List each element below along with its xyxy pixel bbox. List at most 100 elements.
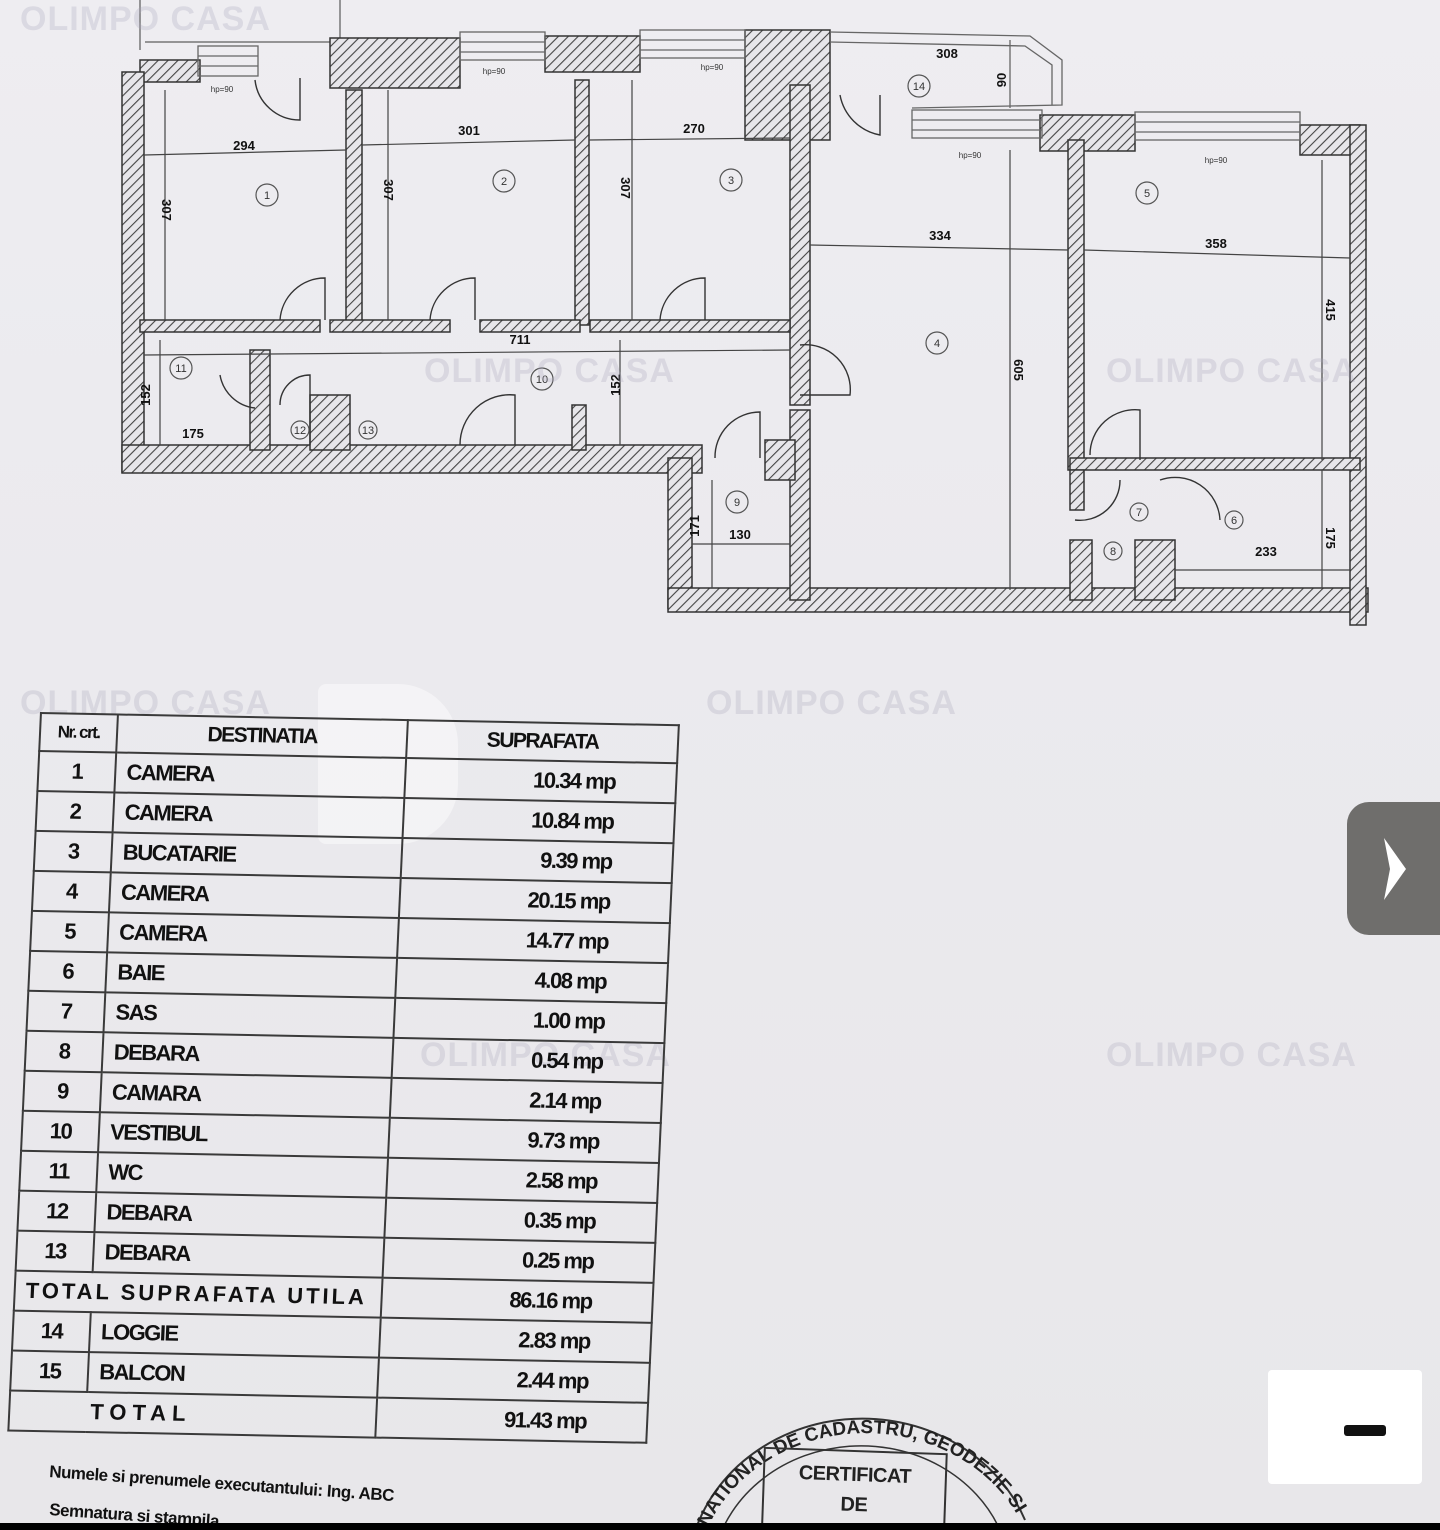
total-label: TOTAL <box>8 1390 378 1438</box>
row-dest: BAIE <box>105 952 398 998</box>
row-sup: 0.25 mp <box>382 1237 656 1283</box>
dim-room14-height: 90 <box>994 73 1009 87</box>
row-nr: 1 <box>37 750 117 793</box>
row-nr: 6 <box>28 950 108 993</box>
dim-room6-height: 175 <box>1323 527 1338 549</box>
row-sup: 2.44 mp <box>377 1357 650 1403</box>
room-number-13: 13 <box>362 425 374 437</box>
dim-room9-height: 171 <box>687 515 702 537</box>
row-sup: 0.35 mp <box>384 1197 658 1243</box>
stamp-line-1: CERTIFICAT <box>798 1462 912 1488</box>
next-image-button[interactable] <box>1347 802 1440 935</box>
row-nr: 3 <box>33 830 113 873</box>
room-number-11: 11 <box>175 363 186 375</box>
room-number-10: 10 <box>536 374 548 386</box>
room-number-8: 8 <box>1110 546 1116 558</box>
row-sup: 2.83 mp <box>379 1317 652 1363</box>
row-nr: 10 <box>21 1110 101 1153</box>
row-sup: 1.00 mp <box>393 997 667 1044</box>
row-nr: 7 <box>26 990 106 1033</box>
total-util-label: TOTAL SUPRAFATA UTILA <box>13 1270 383 1318</box>
stamp-certificate-box: CERTIFICAT DE <box>760 1446 948 1530</box>
row-nr: 11 <box>19 1150 99 1193</box>
room-number-7: 7 <box>1136 507 1142 519</box>
dim-room5-width: 358 <box>1205 236 1227 251</box>
row-nr: 15 <box>10 1350 90 1393</box>
dim-room14-width: 308 <box>936 46 958 61</box>
executant-name-line: Numele si prenumele executantului: Ing. … <box>48 1462 395 1506</box>
row-nr: 5 <box>30 910 110 953</box>
row-sup: 10.34 mp <box>404 758 678 804</box>
dim-room10-height: 152 <box>608 374 623 396</box>
watermark: OLIMPO CASA <box>706 684 957 722</box>
row-dest: VESTIBUL <box>98 1112 390 1158</box>
minimize-button[interactable] <box>1268 1370 1422 1484</box>
row-sup: 4.08 mp <box>395 957 669 1004</box>
row-sup: 2.58 mp <box>386 1157 659 1203</box>
dim-room4-height: 605 <box>1011 359 1026 381</box>
dim-room1-height: 307 <box>159 199 174 221</box>
row-nr: 2 <box>35 790 115 833</box>
row-dest: LOGGIE <box>89 1312 381 1358</box>
dim-room3-width: 270 <box>683 121 705 136</box>
room-number-6: 6 <box>1231 515 1237 527</box>
total-value: 91.43 mp <box>375 1397 649 1443</box>
dim-room5-height: 415 <box>1323 299 1338 321</box>
row-dest: DEBARA <box>94 1192 387 1238</box>
row-dest: CAMARA <box>100 1072 392 1118</box>
dim-room6-width: 233 <box>1255 544 1277 559</box>
dim-room4-width: 334 <box>929 228 951 243</box>
row-dest: CAMERA <box>114 752 407 799</box>
dim-room1-width: 294 <box>233 138 255 153</box>
row-dest: DEBARA <box>101 1032 394 1078</box>
row-dest: CAMERA <box>107 912 400 958</box>
window-note: hp=90 <box>1205 156 1228 165</box>
row-dest: BUCATARIE <box>110 832 403 878</box>
room-number-12: 12 <box>294 425 306 437</box>
dim-room10-width: 711 <box>510 332 531 347</box>
dim-room2-height: 307 <box>381 179 396 201</box>
room-number-2: 2 <box>501 176 507 188</box>
row-dest: SAS <box>103 992 396 1038</box>
room-number-5: 5 <box>1144 188 1150 200</box>
total-util-value: 86.16 mp <box>380 1277 654 1323</box>
row-nr: 4 <box>31 870 111 913</box>
stamp-line-2: DE <box>840 1493 868 1517</box>
row-dest: DEBARA <box>92 1232 385 1278</box>
row-dest: WC <box>96 1152 389 1198</box>
minus-icon <box>1344 1425 1386 1436</box>
official-stamp: NATIONAL DE CADASTRU, GEODEZIE SI C <box>680 1370 1033 1530</box>
row-sup: 2.14 mp <box>389 1077 663 1123</box>
row-nr: 12 <box>17 1190 97 1233</box>
row-dest: CAMERA <box>109 872 401 918</box>
room-number-4: 4 <box>934 338 940 350</box>
floor-plan-drawing: 1 2 3 4 5 6 7 8 9 10 11 12 13 14 294 301… <box>121 0 1369 626</box>
bottom-edge-bar <box>0 1523 1440 1530</box>
room-number-9: 9 <box>734 497 740 509</box>
watermark: OLIMPO CASA <box>1106 1036 1357 1074</box>
row-nr: 8 <box>24 1030 104 1073</box>
window-note: hp=90 <box>701 63 724 72</box>
row-sup: 9.73 mp <box>388 1117 661 1163</box>
dim-room11-height: 152 <box>138 384 153 406</box>
room-number-3: 3 <box>728 175 734 187</box>
row-dest: BALCON <box>87 1352 380 1398</box>
row-nr: 14 <box>12 1310 92 1353</box>
room-number-14: 14 <box>913 81 925 93</box>
room-number-1: 1 <box>264 190 270 202</box>
header-nr: Nr. crt. <box>39 713 119 753</box>
row-dest: CAMERA <box>112 792 405 838</box>
window-note: hp=90 <box>211 85 234 94</box>
row-nr: 13 <box>15 1230 95 1273</box>
row-sup: 10.84 mp <box>402 798 676 844</box>
dim-room2-width: 301 <box>458 123 480 138</box>
header-destinatia: DESTINATIA <box>116 714 409 759</box>
row-sup: 0.54 mp <box>391 1037 665 1084</box>
dim-room11-width: 175 <box>182 426 204 441</box>
row-sup: 9.39 mp <box>400 837 674 884</box>
row-sup: 20.15 mp <box>399 877 672 924</box>
